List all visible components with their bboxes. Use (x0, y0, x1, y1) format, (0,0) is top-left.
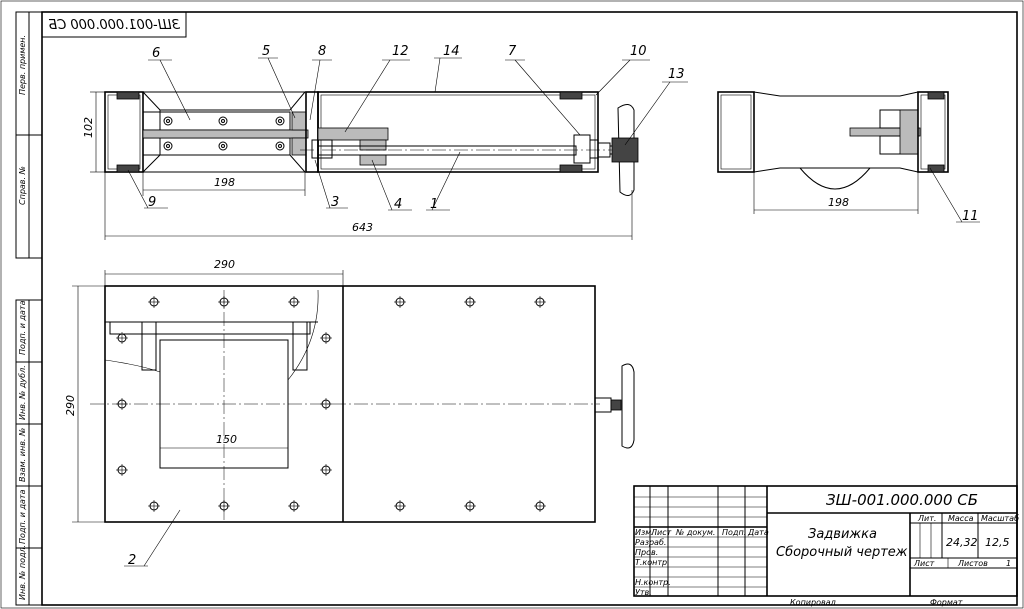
mirrored-designation: ЗШ-001.000.000 СБ (41, 11, 187, 38)
row-prov: Пров. (635, 548, 658, 557)
copied-label: Копировал (790, 598, 836, 607)
mirrored-designation-text: ЗШ-001.000.000 СБ (48, 18, 180, 33)
dim-198-a: 198 (214, 176, 235, 189)
callout-10: 10 (630, 44, 647, 59)
col-scale: Масштаб (981, 514, 1019, 523)
drawing-frame (41, 11, 1018, 606)
label-podp-data-2: Подп. и дата (18, 489, 27, 544)
title-line-2: Сборочный чертеж (776, 545, 908, 560)
dim-150: 150 (216, 433, 237, 446)
gate-bolts (163, 116, 285, 151)
label-vzam-inv: Взам. инв. № (18, 428, 27, 482)
callout-13: 13 (668, 67, 685, 82)
callout-2: 2 (128, 553, 136, 568)
sheet-label: Лист (913, 559, 935, 568)
label-inv-podl: Инв. № подл. (18, 545, 27, 600)
label-perv-primen: Перв. примен. (18, 35, 27, 95)
dim-643: 643 (352, 221, 373, 234)
plan-view: 290 290 150 2 (64, 258, 635, 568)
row-razrab: Разраб. (635, 538, 666, 547)
callout-4: 4 (394, 197, 402, 212)
callout-3: 3 (331, 195, 339, 210)
mass-value: 24,32 (946, 536, 978, 549)
sheets-value: 1 (1006, 559, 1011, 568)
plan-bolts (116, 296, 546, 512)
row-utv: Утв. (635, 588, 652, 597)
callout-1: 1 (430, 197, 438, 212)
row-nkontr: Н.контр. (635, 578, 671, 587)
dim-290-h: 290 (214, 258, 235, 271)
callout-14: 14 (443, 44, 460, 59)
title-line-1: Задвижка (808, 527, 877, 542)
callout-7: 7 (508, 44, 517, 59)
row-sign: Подп. (722, 528, 746, 537)
dim-198-b: 198 (828, 196, 849, 209)
dim-290-v: 290 (64, 395, 77, 416)
callouts-front: 6 5 8 12 14 7 10 13 9 3 4 1 (127, 44, 688, 212)
title-block: Изм. Лист № докум. Подп. Дата Разраб. Пр… (633, 485, 1019, 607)
designation: ЗШ-001.000.000 СБ (826, 491, 978, 509)
col-mass: Масса (948, 514, 974, 523)
label-podp-data-1: Подп. и дата (18, 300, 27, 355)
callout-9: 9 (148, 195, 156, 210)
front-section-view (104, 91, 639, 196)
col-lit: Лит. (917, 514, 936, 523)
row-list: Лист (650, 528, 672, 537)
format-label: Формат (930, 598, 963, 607)
left-margin-strip: Перв. примен. Справ. № Подп. и дата Инв.… (15, 11, 43, 606)
row-izm: Изм. (635, 528, 654, 537)
front-dimensions: 102 198 643 (82, 91, 633, 240)
callout-8: 8 (318, 44, 326, 59)
dim-102: 102 (82, 117, 95, 138)
side-view: 198 11 (717, 91, 980, 224)
row-date: Дата (747, 528, 769, 537)
callout-5: 5 (262, 44, 270, 59)
callout-12: 12 (392, 44, 409, 59)
label-sprav: Справ. № (18, 166, 27, 205)
scale-value: 12,5 (985, 536, 1010, 549)
callout-11: 11 (962, 209, 979, 224)
label-inv-dubl: Инв. № дубл. (18, 365, 27, 420)
row-doc: № докум. (675, 528, 715, 537)
sheets-label: Листов (957, 559, 988, 568)
callout-6: 6 (152, 46, 160, 61)
row-tkontr: Т.контр. (635, 558, 670, 567)
